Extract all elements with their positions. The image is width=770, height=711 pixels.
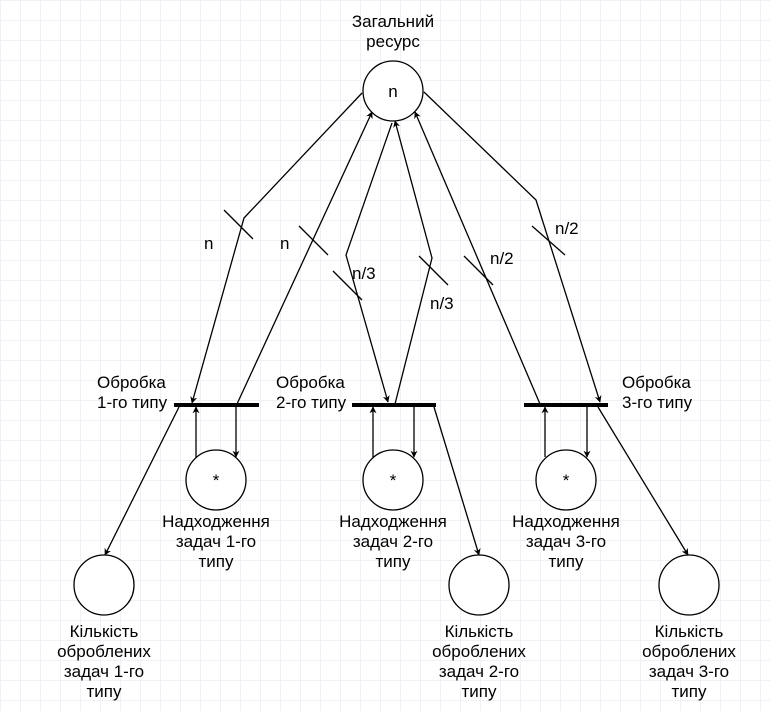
arrivals-3-token: * [562, 471, 570, 490]
arc-t3-to-done3 [597, 406, 689, 556]
weight-tick [531, 225, 566, 256]
shared-token: n [388, 82, 398, 101]
arc-shared-to-t3 [423, 91, 602, 403]
arrivals-2-token: * [389, 471, 397, 490]
processed-2-label: Кількість оброблених задач 2-го типу [432, 622, 526, 701]
weight-t1-to-shared: n [280, 234, 290, 253]
weight-shared-to-t3: n/2 [555, 219, 579, 238]
weight-t3-to-shared: n/2 [490, 249, 514, 268]
place-processed-2 [448, 554, 510, 616]
arc-t2-to-done2 [433, 406, 481, 556]
arrivals-3-label: Надходження задач 3-го типу [512, 512, 620, 571]
arc-t1-to-shared [236, 111, 373, 405]
arrivals-2-label: Надходження задач 2-го типу [339, 512, 447, 571]
weight-shared-to-t1: n [204, 234, 214, 253]
arrivals-1-token: * [212, 471, 220, 490]
place-arrivals-1 [185, 449, 247, 511]
arc-shared-to-t2 [345, 122, 393, 403]
arc-t1-to-done1 [104, 406, 180, 556]
transition-1-label: Обробка 1-го типу [97, 373, 168, 412]
arc-t3-to-shared [414, 111, 541, 405]
weight-tick [332, 270, 363, 301]
weight-shared-to-t2: n/3 [352, 264, 376, 283]
place-processed-1 [73, 554, 135, 616]
place-processed-3 [658, 554, 720, 616]
weight-tick [298, 225, 329, 256]
place-arrivals-2 [362, 449, 424, 511]
weight-tick [223, 209, 254, 240]
arc-shared-to-t1 [190, 92, 363, 404]
processed-3-label: Кількість оброблених задач 3-го типу [642, 622, 736, 701]
arc-t2-to-shared [393, 120, 433, 405]
weight-tick [463, 255, 494, 286]
transition-2-label: Обробка 2-го типу [276, 373, 347, 412]
transition-3-label: Обробка 3-го типу [622, 373, 693, 412]
shared-resource-label: Загальний ресурс [351, 12, 435, 51]
processed-1-label: Кількість оброблених задач 1-го типу [57, 622, 151, 701]
weight-tick [418, 255, 449, 286]
arrivals-1-label: Надходження задач 1-го типу [162, 512, 270, 571]
weight-t2-to-shared: n/3 [430, 294, 454, 313]
place-shared-resource [362, 60, 424, 122]
place-arrivals-3 [535, 449, 597, 511]
